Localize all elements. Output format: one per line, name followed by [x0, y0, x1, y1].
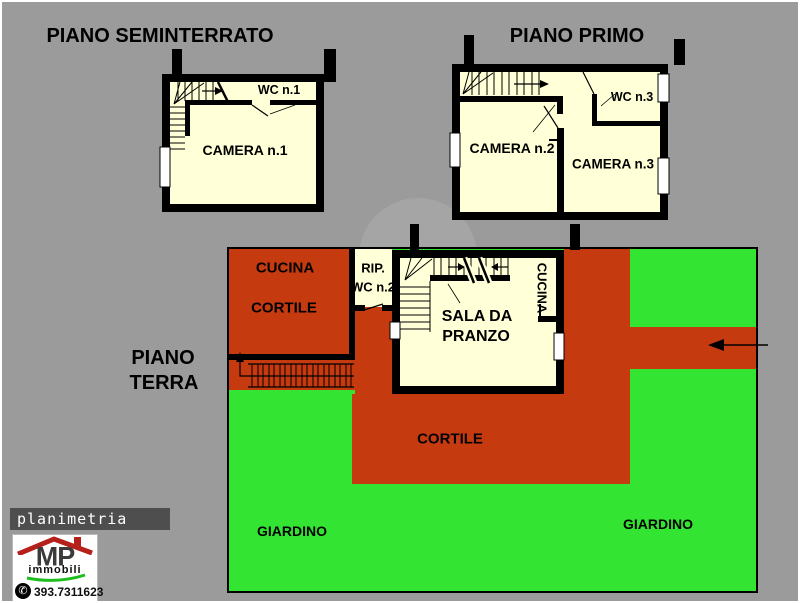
area-red-left-of-building — [355, 307, 392, 394]
label-wc3: WC n.3 — [610, 89, 654, 104]
title-primo: PIANO PRIMO — [509, 25, 645, 47]
label-wc1: WC n.1 — [257, 82, 301, 97]
area-garden-bottom-right — [630, 369, 756, 591]
label-camera2: CAMERA n.2 — [469, 140, 555, 156]
area-cucina-cortile — [229, 249, 355, 360]
area-cortile-main — [352, 394, 630, 484]
label-rip-line1: RIP. — [361, 260, 385, 276]
label-sala-line2: PRANZO — [442, 328, 510, 345]
label-cortile-main: CORTILE — [417, 430, 483, 448]
phone-number: 393.7311623 — [34, 585, 104, 599]
label-cucina-upper: CUCINA — [255, 259, 315, 277]
label-giardino-right: GIARDINO — [623, 516, 693, 532]
title-seminterrato: PIANO SEMINTERRATO — [46, 25, 274, 47]
logo-mp-text: MP — [35, 541, 75, 572]
phone-icon: ✆ — [15, 583, 31, 599]
area-driveway — [630, 327, 756, 369]
label-camera3: CAMERA n.3 — [571, 156, 655, 172]
logo-sub-text: immobili — [28, 564, 82, 576]
area-garden-top-right — [630, 249, 756, 327]
label-sala-line1: SALA DA — [441, 308, 513, 325]
label-giardino-left: GIARDINO — [257, 523, 327, 539]
label-cortile-upper: CORTILE — [251, 299, 317, 317]
roof-icon — [17, 536, 93, 555]
caption-bar: planimetria — [10, 508, 170, 530]
area-external-stair — [229, 360, 355, 390]
mp-logo: MP immobili ✆ 393.7311623 — [12, 534, 103, 601]
swoosh-icon — [26, 573, 86, 582]
label-camera1: CAMERA n.1 — [202, 142, 288, 158]
title-terra-line2: TERRA — [129, 372, 199, 394]
label-cucina-vertical: CUCINA — [534, 262, 550, 314]
label-rip-line2: WC n.2 — [350, 279, 396, 295]
title-terra-line1: PIANO — [131, 347, 195, 369]
room-rip-wc2 — [355, 249, 392, 307]
